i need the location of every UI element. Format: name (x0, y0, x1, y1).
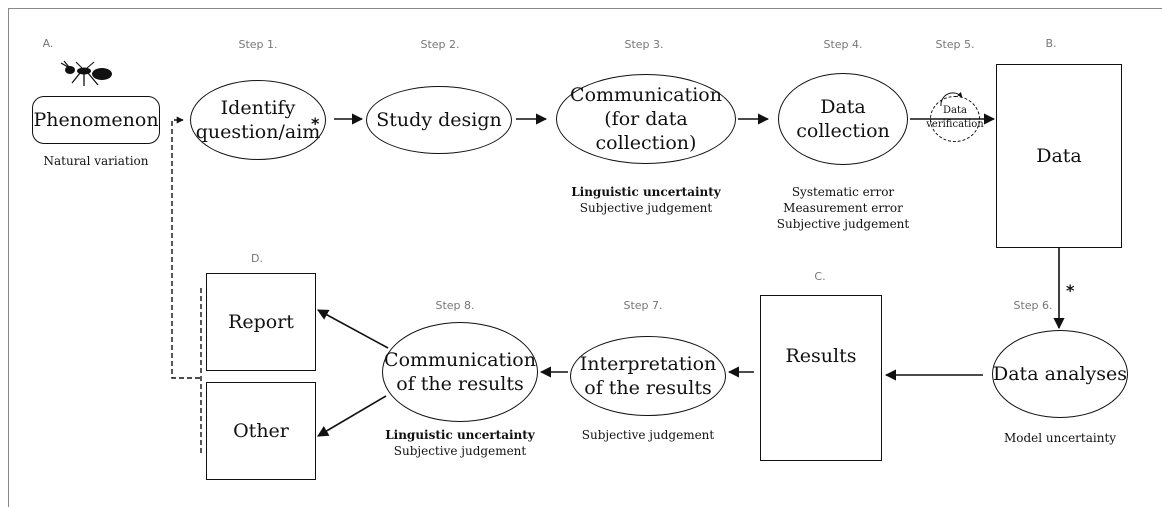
report-box: Report (206, 273, 316, 371)
label-b: B. (1045, 37, 1057, 50)
step-4-label: Step 4. (823, 38, 863, 51)
other-box: Other (206, 382, 316, 480)
data-verification-line-1: Data (943, 105, 967, 116)
natural-variation-note: Natural variation (43, 154, 149, 168)
step8-notes: Linguistic uncertainty Subjective judgem… (385, 427, 535, 459)
data-analyses-ellipse: Data analyses (992, 330, 1128, 418)
feedback-dashed-loop (171, 116, 200, 379)
asterisk-step1: * (311, 114, 320, 133)
label-d: D. (251, 252, 263, 265)
step-2-label: Step 2. (420, 38, 460, 51)
communication-line-2: (for data collection) (595, 108, 697, 154)
step-6-label: Step 6. (1013, 299, 1053, 312)
interpretation-line-2: of the results (584, 377, 712, 399)
step-8-label: Step 8. (435, 299, 475, 312)
data-collection-line-2: collection (796, 120, 890, 142)
step4-notes: Systematic error Measurement error Subje… (777, 184, 909, 232)
phenomenon-label: Phenomenon (33, 109, 159, 131)
step-5-label: Step 5. (935, 38, 975, 51)
identify-line-2: question/aim (195, 121, 321, 143)
step3-notes: Linguistic uncertainty Subjective judgem… (571, 184, 721, 216)
arrow-communication-to-report (317, 309, 389, 349)
frame-top-border (8, 8, 1162, 9)
communication-results-line-2: of the results (396, 373, 524, 395)
report-label: Report (228, 311, 294, 333)
step3-linguistic-uncertainty: Linguistic uncertainty (571, 185, 721, 199)
step4-systematic-error: Systematic error (791, 185, 895, 199)
data-collection-line-1: Data (820, 96, 866, 118)
data-analyses-label: Data analyses (993, 363, 1128, 385)
data-verification-line-2: verification (926, 119, 984, 130)
other-label: Other (233, 420, 289, 442)
step-7-label: Step 7. (623, 299, 663, 312)
communication-line-1: Communication (570, 84, 722, 106)
communication-collection-ellipse: Communication (for data collection) (556, 74, 736, 164)
asterisk-step6: * (1066, 281, 1075, 300)
data-verification-label: Data verification (926, 105, 984, 130)
step-3-label: Step 3. (624, 38, 664, 51)
ant-icon (60, 60, 112, 86)
step4-measurement-error: Measurement error (783, 201, 903, 215)
model-uncertainty-note: Model uncertainty (1003, 431, 1117, 445)
step3-subjective-judgement: Subjective judgement (579, 201, 713, 215)
study-design-label: Study design (376, 109, 502, 131)
phenomenon-box: Phenomenon (32, 96, 160, 144)
interpretation-ellipse: Interpretation of the results (570, 336, 726, 416)
arrow-communication-to-other (317, 395, 387, 437)
data-collection-ellipse: Data collection (778, 73, 908, 165)
data-verification-ellipse (930, 96, 980, 142)
identify-line-1: Identify (220, 97, 296, 119)
results-label: Results (785, 345, 857, 367)
identify-question-ellipse: Identify question/aim (190, 80, 326, 160)
step-1-label: Step 1. (238, 38, 278, 51)
communication-results-line-1: Communication (384, 349, 536, 371)
study-design-ellipse: Study design (366, 86, 512, 154)
data-label: Data (1036, 145, 1082, 167)
step8-linguistic-uncertainty: Linguistic uncertainty (385, 428, 535, 442)
step8-subjective-judgement: Subjective judgement (393, 444, 527, 458)
communication-results-ellipse: Communication of the results (382, 322, 538, 422)
results-box: Results (760, 295, 882, 461)
frame-left-border (8, 8, 9, 507)
label-a: A. (42, 37, 54, 50)
step7-note: Subjective judgement (581, 428, 715, 442)
label-c: C. (814, 270, 826, 283)
step4-subjective-judgement: Subjective judgement (776, 217, 910, 231)
data-box: Data (996, 64, 1122, 248)
interpretation-line-1: Interpretation (579, 353, 717, 375)
